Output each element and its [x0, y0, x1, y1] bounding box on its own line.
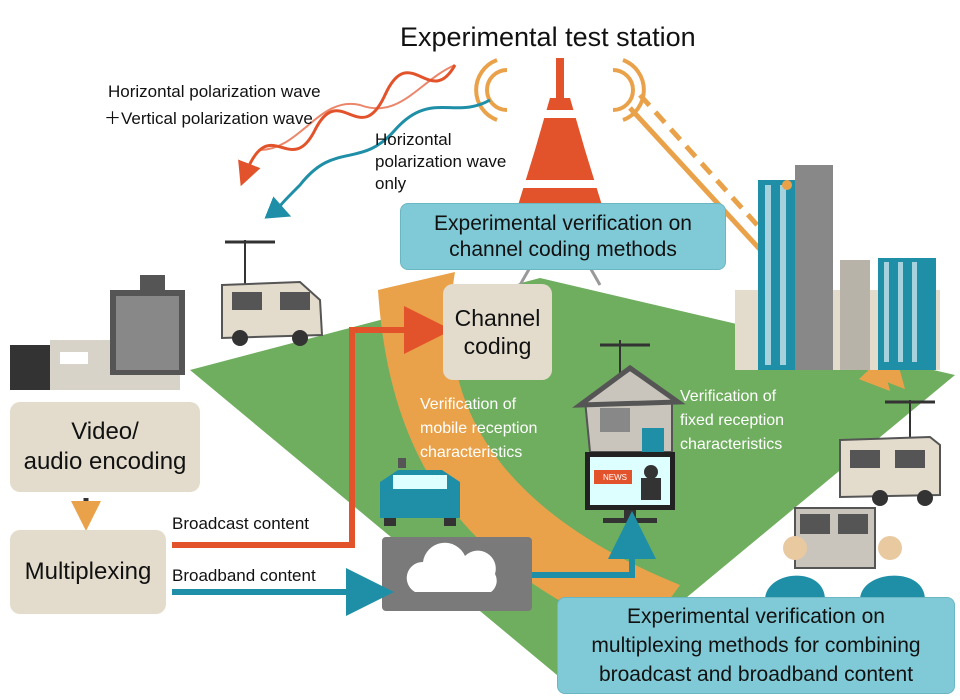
wave-horizontal-line3: only — [375, 174, 407, 193]
video-audio-encoding-line1: Video/ — [71, 418, 139, 445]
wave-horizontal-line1: Horizontal — [375, 130, 452, 149]
channel-coding-box: Channel coding — [443, 284, 552, 380]
video-audio-encoding-line2: audio encoding — [23, 448, 187, 475]
multiplexing-box: Multiplexing — [10, 530, 166, 614]
channel-coding-verification-box: Experimental verification on channel cod… — [400, 203, 726, 270]
broadband-content-label: Broadband content — [172, 566, 316, 585]
mobile-reception-line1: Verification of — [420, 396, 517, 413]
channel-coding-line1: Channel — [454, 305, 541, 331]
video-audio-encoding-box: Video/ audio encoding — [10, 402, 200, 492]
multiplexing-verification-line2: multiplexing methods for combining — [591, 634, 921, 657]
mobile-reception-line3: characteristics — [420, 444, 523, 461]
multiplexing-label: Multiplexing — [24, 558, 152, 585]
building-icon — [10, 275, 185, 390]
channel-coding-verification-line1: Experimental verification on — [434, 211, 692, 235]
wave-both-line1: Horizontal polarization wave — [108, 82, 321, 101]
van-icon-right — [839, 400, 941, 506]
tv-icon — [585, 452, 675, 523]
multiplexing-verification-line3: broadcast and broadband content — [598, 663, 914, 686]
house-icon — [572, 340, 686, 453]
cloud-icon — [382, 537, 532, 611]
fixed-reception-line1: Verification of — [680, 388, 777, 405]
channel-coding-verification-line2: channel coding methods — [449, 237, 677, 261]
van-icon — [221, 240, 324, 346]
channel-coding-line2: coding — [463, 333, 532, 359]
city-icon — [735, 165, 940, 370]
car-icon — [380, 458, 460, 526]
wave-both-line2: ＋Vertical polarization wave — [104, 109, 313, 128]
news-label: NEWS — [603, 473, 627, 482]
ground-field — [190, 278, 955, 690]
cloud-to-tv-arrow — [532, 511, 656, 578]
wave-horizontal-line2: polarization wave — [375, 152, 507, 171]
fixed-reception-line3: characteristics — [680, 436, 783, 453]
broadcast-content-label: Broadcast content — [172, 514, 310, 533]
polarization-waves — [238, 64, 491, 219]
fixed-reception-line2: fixed reception — [680, 412, 785, 429]
title: Experimental test station — [400, 22, 696, 52]
multiplexing-verification-line1: Experimental verification on — [627, 605, 885, 628]
people-icon — [765, 507, 925, 600]
multiplexing-verification-box: Experimental verification on multiplexin… — [557, 597, 955, 694]
broadcast-arrow — [172, 306, 452, 548]
mobile-reception-line2: mobile reception — [420, 420, 538, 437]
